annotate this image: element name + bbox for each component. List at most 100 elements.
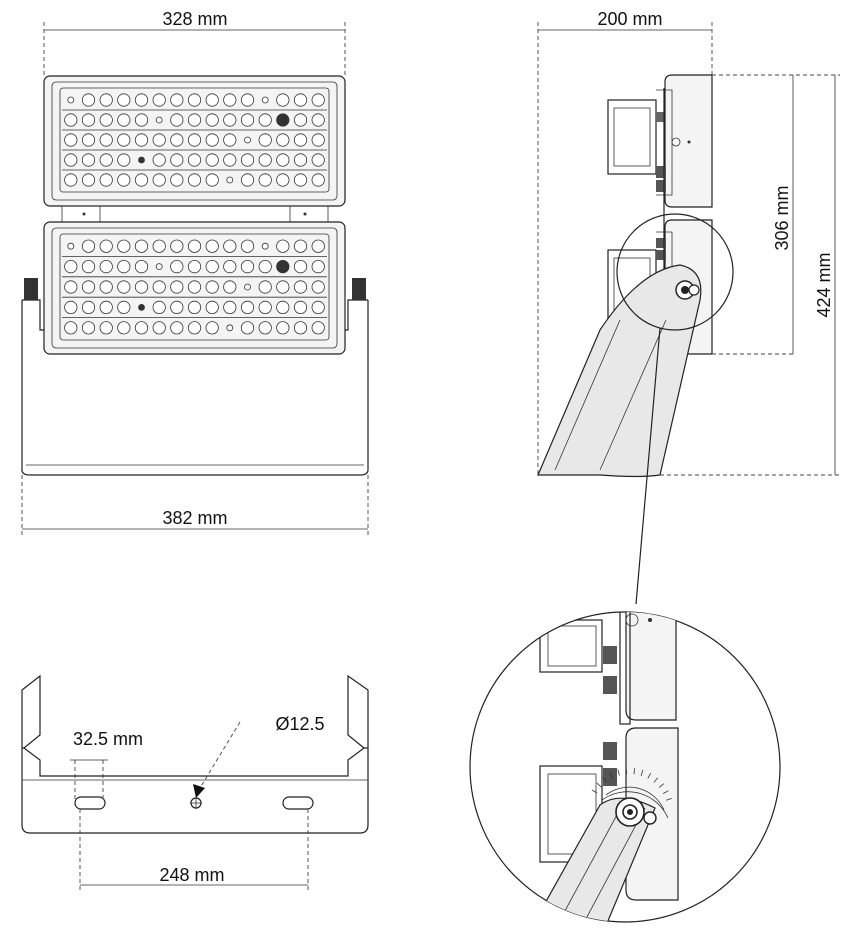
led-lens — [170, 259, 184, 274]
led-lens — [134, 93, 149, 107]
led-lens — [170, 173, 184, 187]
led-lens — [258, 321, 272, 335]
led-lens — [258, 133, 272, 147]
led-lens — [187, 133, 202, 147]
led-lens — [187, 153, 202, 167]
led-lens — [226, 324, 234, 332]
led-lens — [170, 300, 184, 314]
led-lens — [244, 283, 251, 291]
led-lens — [261, 96, 269, 104]
led-lens — [244, 136, 251, 144]
dim-382: 382 mm — [162, 508, 227, 528]
detail-leader-line — [635, 327, 661, 605]
led-lens — [64, 259, 78, 274]
front-view: 328 mm — [21, 9, 369, 535]
led-lens — [240, 113, 255, 127]
led-lens — [223, 113, 237, 127]
led-lens — [226, 176, 234, 184]
led-lens — [134, 133, 149, 147]
led-lens — [134, 280, 149, 294]
led-lens — [64, 113, 78, 127]
led-lens — [276, 93, 290, 107]
led-lens — [311, 173, 325, 187]
module-connector — [61, 205, 329, 223]
side-depth-dimension: 200 mm — [537, 9, 713, 475]
dim-200: 200 mm — [597, 9, 662, 29]
led-lens — [311, 259, 325, 274]
led-lens — [138, 156, 145, 164]
upper-led-module — [43, 75, 346, 207]
led-lens — [187, 300, 202, 314]
led-lens — [205, 300, 219, 314]
detail-marker-circle — [616, 213, 734, 331]
led-lens — [276, 153, 290, 167]
led-lens — [170, 113, 184, 127]
scale-tick — [633, 768, 635, 775]
led-lens — [99, 259, 113, 274]
led-lens — [311, 321, 325, 335]
led-lens — [240, 300, 255, 314]
led-lens — [117, 239, 131, 253]
front-bottom-dimension: 382 mm — [21, 475, 369, 535]
led-lens — [187, 259, 202, 274]
led-lens — [81, 133, 96, 147]
led-lens — [170, 239, 184, 253]
led-lens — [155, 263, 163, 271]
led-lens — [99, 133, 113, 147]
led-lens — [99, 153, 113, 167]
led-lens — [223, 93, 237, 107]
led-lens — [134, 259, 149, 274]
led-lens — [261, 242, 269, 250]
led-lens — [134, 173, 149, 187]
led-lens — [99, 239, 113, 253]
scale-tick — [625, 768, 628, 775]
scale-tick — [653, 777, 659, 783]
lower-led-grid — [62, 239, 327, 335]
led-lens — [205, 239, 219, 253]
led-lens — [258, 153, 272, 167]
led-lens — [258, 173, 272, 187]
led-lens — [205, 153, 219, 167]
led-lens — [170, 153, 184, 167]
led-lens — [155, 116, 163, 124]
led-lens — [293, 259, 308, 274]
led-lens — [205, 133, 219, 147]
led-lens — [311, 300, 325, 314]
led-lens — [170, 280, 184, 294]
scale-tick — [665, 798, 672, 801]
led-lens — [205, 113, 219, 127]
led-lens — [81, 239, 96, 253]
led-lens — [187, 239, 202, 253]
left-knob-icon — [24, 278, 38, 300]
dim-328: 328 mm — [162, 9, 227, 29]
side-module-dimension: 306 mm — [712, 74, 840, 355]
led-lens — [223, 300, 237, 314]
dim-248: 248 mm — [159, 865, 224, 885]
led-lens — [223, 239, 237, 253]
scale-tick — [609, 772, 614, 779]
led-lens — [205, 280, 219, 294]
hole-arrow-icon — [193, 784, 205, 798]
dim-306: 306 mm — [772, 185, 792, 250]
led-lens — [311, 239, 325, 253]
scale-tick — [647, 773, 652, 779]
led-lens — [81, 153, 96, 167]
led-lens — [223, 153, 237, 167]
led-lens — [152, 93, 166, 107]
led-lens — [67, 96, 75, 104]
led-lens — [293, 300, 308, 314]
led-lens — [99, 113, 113, 127]
led-lens — [81, 300, 96, 314]
bracket-view: 32.5 mm Ø12.5 248 mm — [21, 674, 369, 890]
led-lens — [64, 321, 78, 335]
led-lens — [99, 300, 113, 314]
left-slot — [74, 796, 106, 810]
angle-scale — [591, 768, 672, 801]
led-lens — [240, 259, 255, 274]
led-lens — [223, 280, 237, 294]
led-lens — [81, 321, 96, 335]
led-lens — [187, 113, 202, 127]
led-lens — [276, 113, 290, 127]
led-lens — [293, 321, 308, 335]
